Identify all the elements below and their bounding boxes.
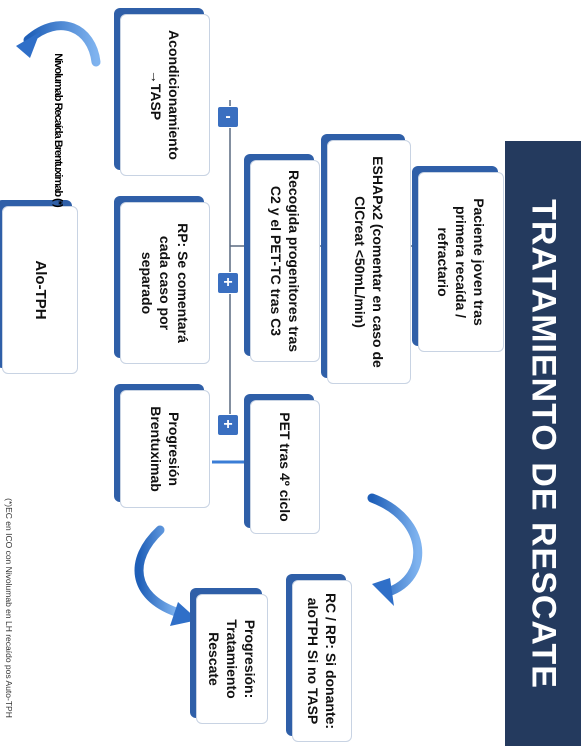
- node-recogida-progenitores-label: Recogida progenitores tras C2 y el PET-T…: [268, 169, 302, 353]
- node-paciente-joven: Paciente joven tras primera recaída / re…: [418, 172, 504, 352]
- node-pet-4-ciclo-label: PET tras 4º ciclo: [277, 412, 293, 522]
- pet-to-rc-curved-arrow: [367, 493, 423, 597]
- node-progresion-rescate-label: Progresión: Tratamiento Rescate: [206, 619, 258, 699]
- node-pet-4-ciclo: PET tras 4º ciclo: [250, 400, 320, 534]
- footnote: (*)EC en ICO con Nivolumab en LH recaído…: [0, 470, 18, 746]
- legend-curved-arrowhead: [16, 32, 40, 58]
- node-progresion-brentuximab-label: Progresión Brentuximab: [148, 406, 182, 492]
- pet-to-rc-arrowhead: [372, 578, 394, 606]
- node-rp-separado-label: RP: Se comentará cada caso por separado: [139, 223, 191, 343]
- minus-branch-marker: -: [217, 106, 239, 128]
- progression-to-rescue-arrowhead: [170, 602, 198, 626]
- node-paciente-joven-label: Paciente joven tras primera recaída / re…: [435, 198, 487, 326]
- node-acondicionamiento: Acondicionamiento →TASP: [120, 14, 210, 176]
- node-alo-tph-label: Alo-TPH: [32, 260, 49, 320]
- node-rc-rp: RC / RP: Si donante: aloTPH Si no TASP: [292, 580, 352, 742]
- title-band: TRATAMIENTO DE RESCATE: [505, 141, 581, 746]
- footnote-text: (*)EC en ICO con Nivolumab en LH recaído…: [4, 498, 14, 718]
- node-progresion-brentuximab: Progresión Brentuximab: [120, 390, 210, 508]
- progression-to-rescue-curved-arrow: [134, 525, 181, 617]
- node-recogida-progenitores: Recogida progenitores tras C2 y el PET-T…: [250, 160, 320, 362]
- node-eshap-label: ESHAPx2 (comentar en caso de ClCreat <50…: [352, 156, 386, 368]
- legend-curved-arrow: [23, 21, 101, 67]
- plus-branch-marker-progression: +: [217, 414, 239, 436]
- legend-note: Nivolumab Recaída Brentuximab (*): [50, 53, 66, 206]
- node-rc-rp-label: RC / RP: Si donante: aloTPH Si no TASP: [305, 592, 339, 730]
- legend-text: Nivolumab Recaída Brentuximab (*): [52, 52, 64, 207]
- node-acondicionamiento-label: Acondicionamiento →TASP: [148, 30, 182, 160]
- page-title: TRATAMIENTO DE RESCATE: [524, 198, 563, 689]
- node-alo-tph: Alo-TPH: [2, 206, 78, 374]
- node-progresion-rescate: Progresión: Tratamiento Rescate: [196, 594, 268, 724]
- node-rp-separado: RP: Se comentará cada caso por separado: [120, 202, 210, 364]
- plus-branch-marker-rp: +: [217, 272, 239, 294]
- node-eshap: ESHAPx2 (comentar en caso de ClCreat <50…: [327, 140, 411, 384]
